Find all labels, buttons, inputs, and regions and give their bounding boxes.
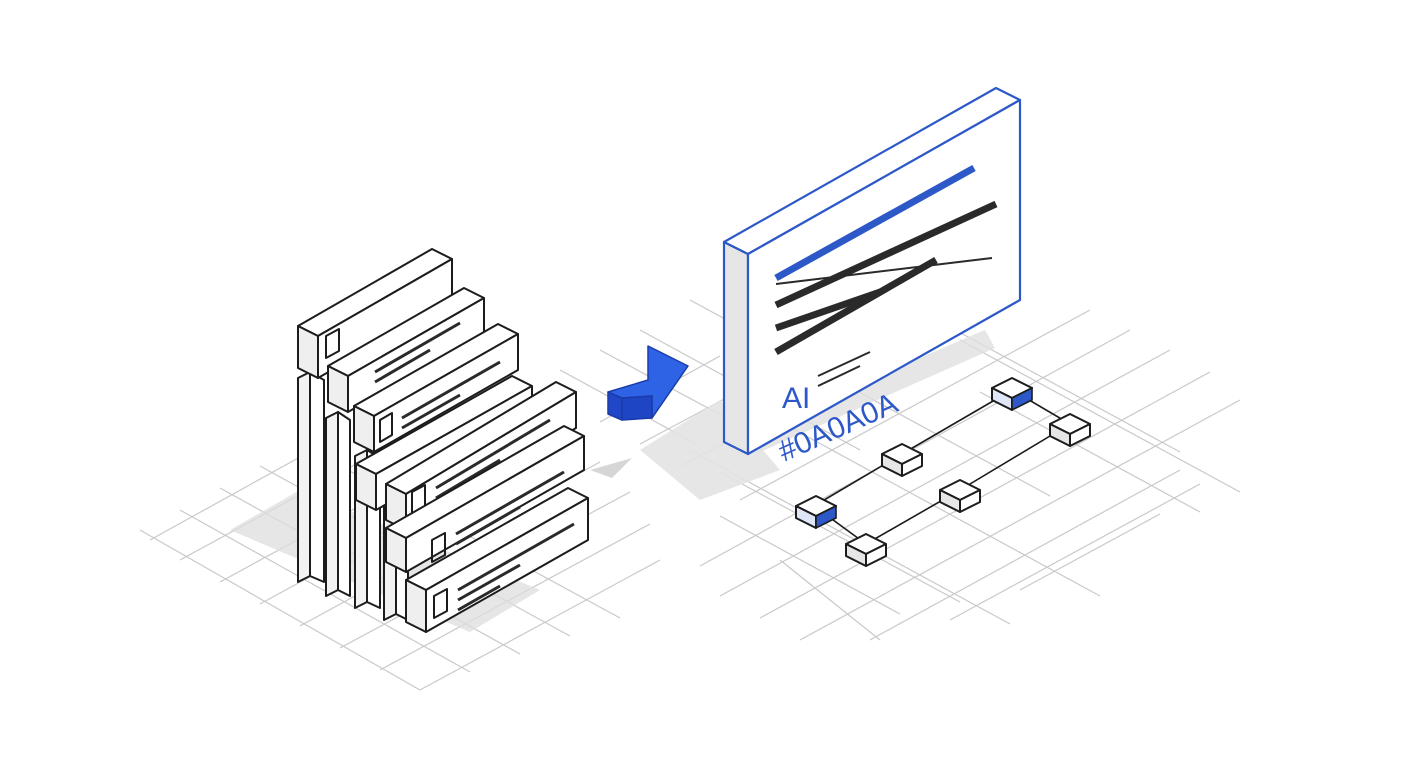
file-card (353, 323, 519, 453)
network-node (1049, 413, 1091, 447)
network-node (845, 533, 887, 567)
network-node (991, 377, 1033, 412)
checkbox-icon (433, 588, 448, 619)
file-stack (297, 248, 589, 633)
network-node (795, 495, 837, 530)
network-node (939, 479, 981, 513)
file-card (405, 487, 589, 633)
panel-label-ai: AI (782, 382, 810, 415)
file-card (297, 248, 453, 379)
file-card (385, 425, 585, 573)
checkbox-icon (431, 532, 446, 563)
text-bar (774, 288, 882, 332)
file-card (327, 287, 485, 413)
network-node (881, 443, 923, 477)
checkbox-icon (379, 412, 393, 443)
node-network-icon (795, 377, 1091, 567)
right-turn-arrow-icon (607, 345, 689, 421)
checkbox-icon (325, 328, 340, 359)
